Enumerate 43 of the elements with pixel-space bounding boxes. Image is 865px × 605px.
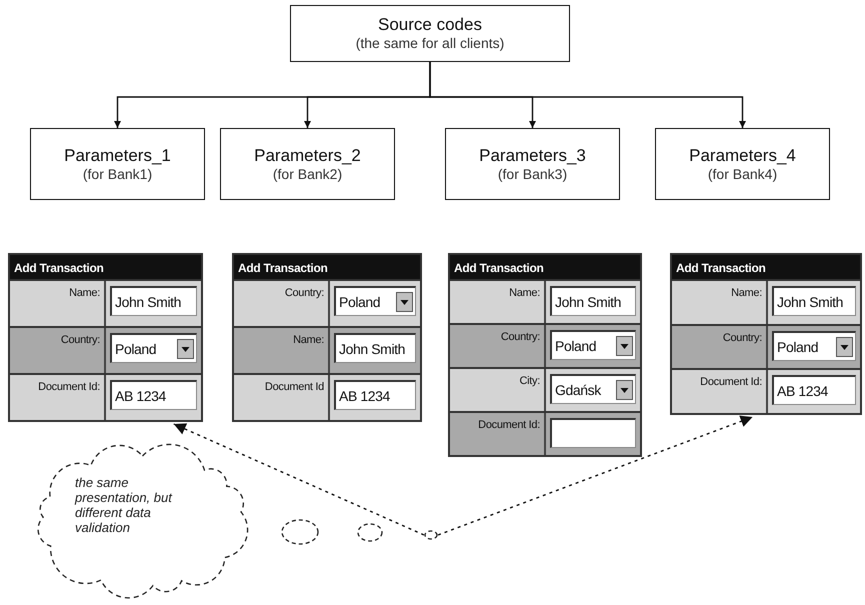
field-label: Document Id: (450, 413, 546, 455)
process-box (655, 128, 830, 200)
dashed-arrow (438, 416, 753, 536)
title-bar: Add Transaction (234, 255, 420, 279)
title-bar: Add Transaction (672, 255, 860, 279)
box-subtitle: (the same for all clients) (356, 35, 504, 52)
text-field: AB 1234 (334, 380, 416, 410)
box-subtitle: (for Bank2) (272, 166, 342, 182)
arrow (429, 62, 746, 128)
form-panel (670, 253, 862, 415)
box-title: Parameters_3 (479, 146, 586, 166)
dropdown-field: Poland (334, 286, 416, 316)
box-subtitle: (for Bank3) (498, 166, 568, 182)
box-title: Source codes (378, 15, 482, 35)
process-box (290, 5, 570, 62)
box-title: Parameters_1 (64, 146, 171, 166)
field-label: Document Id: (10, 375, 106, 420)
box-title: Parameters_2 (254, 146, 361, 166)
process-box (445, 128, 620, 200)
process-box (220, 128, 395, 200)
form-panel (448, 253, 642, 457)
dropdown-field: Poland (110, 333, 197, 363)
text-field: AB 1234 (772, 375, 856, 406)
box-title: Parameters_4 (689, 146, 796, 166)
title-bar: Add Transaction (10, 255, 201, 279)
form-panel (8, 253, 203, 422)
text-field: John Smith (550, 286, 636, 316)
dropdown-field: Gdańsk (550, 374, 636, 404)
title-bar: Add Transaction (450, 255, 640, 279)
text-field: John Smith (334, 333, 416, 363)
box-subtitle: (for Bank4) (708, 166, 778, 182)
dropdown-field: Poland (772, 330, 856, 361)
field-label: Document Id: (672, 370, 768, 413)
text-field: AB 1234 (110, 380, 197, 410)
field-label: Document Id (234, 375, 330, 420)
text-field: John Smith (772, 286, 856, 316)
dropdown-field: Poland (550, 330, 636, 360)
cloud-text: the same presentation, but different data validation (75, 475, 174, 535)
form-panel (232, 253, 422, 422)
text-field: John Smith (110, 286, 197, 316)
box-subtitle: (for Bank1) (82, 166, 152, 182)
dashed-arrow (173, 423, 424, 536)
process-box (30, 128, 205, 200)
